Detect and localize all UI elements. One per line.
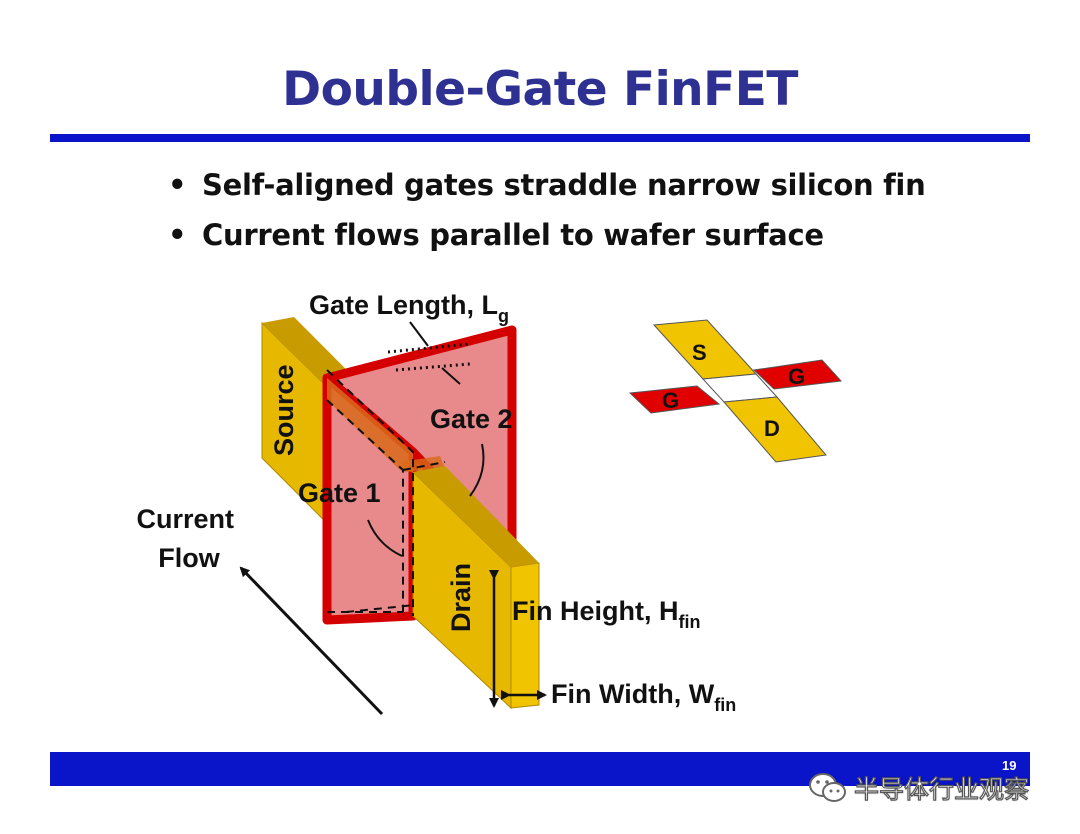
gate-length-label: Gate Length, Lg — [309, 290, 509, 326]
bullet-dot-icon: • — [168, 218, 187, 252]
gate2-label: Gate 2 — [430, 404, 513, 434]
footer-bar — [50, 752, 1030, 786]
slide-title: Double-Gate FinFET — [282, 62, 798, 117]
layout-gate-left — [628, 385, 721, 414]
current-flow-arrow — [239, 566, 384, 716]
bullet-dot-icon: • — [168, 168, 187, 202]
gate-length-leader — [409, 321, 429, 347]
watermark: 半导体行业观察 — [808, 768, 1030, 808]
bullet-item: • Self-aligned gates straddle narrow sili… — [168, 162, 926, 212]
layout-drain-region — [722, 396, 827, 463]
gate-length-leader-2 — [441, 367, 461, 385]
bullet-text: Self-aligned gates straddle narrow silic… — [202, 168, 926, 202]
wechat-icon — [809, 773, 846, 802]
fin-height-label: Fin Height, Hfin — [512, 596, 700, 632]
fin-width-label: Fin Width, Wfin — [551, 679, 736, 715]
fin-drain-top — [413, 466, 539, 567]
watermark-text: 半导体行业观察 — [853, 774, 1030, 804]
layout-g-right-label: G — [788, 364, 805, 389]
gate-top-overlap — [400, 456, 445, 472]
layout-view: S D G G — [628, 319, 843, 463]
layout-g-left-label: G — [662, 388, 679, 413]
bullet-item: • Current flows parallel to wafer surface — [168, 212, 925, 262]
layout-s-label: S — [692, 340, 707, 365]
fin-end-face — [510, 562, 540, 709]
gate-length-marks — [387, 342, 471, 372]
title-underline — [50, 134, 1030, 142]
gate-fin-overlap — [327, 378, 413, 472]
drain-label: Drain — [446, 563, 476, 632]
layout-d-label: D — [764, 416, 780, 441]
bullet-text: Current flows parallel to wafer surface — [202, 218, 824, 252]
hidden-edge-lines — [326, 369, 446, 616]
gate1-leader — [367, 519, 403, 557]
page-number: 19 — [1002, 758, 1017, 773]
source-label: Source — [269, 364, 299, 456]
layout-gate-right — [752, 359, 843, 390]
gate2-leader — [469, 443, 485, 497]
current-flow-label: Current Flow — [136, 504, 241, 573]
gate1-label: Gate 1 — [298, 478, 381, 508]
bullet-list: • Self-aligned gates straddle narrow sili… — [168, 162, 926, 262]
